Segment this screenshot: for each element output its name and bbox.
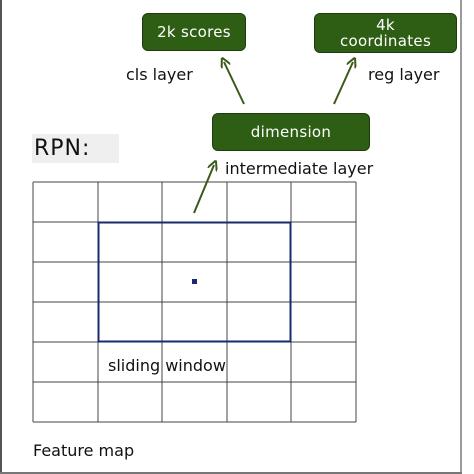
reg-layer-label: reg layer bbox=[368, 65, 440, 84]
cls-layer-label: cls layer bbox=[126, 65, 193, 84]
dimension-box-label: dimension bbox=[250, 123, 332, 141]
feature-map-label: Feature map bbox=[33, 441, 135, 460]
coordinates-box-label: 4k coordinates bbox=[339, 16, 432, 50]
frame-bottom-border bbox=[0, 472, 462, 474]
rpn-label: RPN: bbox=[34, 136, 91, 161]
frame-left-border bbox=[0, 0, 2, 474]
scores-box: 2k scores bbox=[142, 13, 246, 51]
arrow-intermediate-to-cls bbox=[224, 62, 245, 105]
intermediate-layer-label: intermediate layer bbox=[225, 159, 374, 178]
arrow-window-to-intermediate bbox=[193, 165, 214, 214]
sliding-window-rect bbox=[97, 221, 292, 343]
feature-map-grid bbox=[32, 181, 357, 423]
frame-right-border bbox=[460, 0, 462, 474]
rpn-label-background bbox=[32, 134, 119, 163]
sliding-window-label: sliding window bbox=[108, 356, 226, 375]
coordinates-box: 4k coordinates bbox=[314, 13, 457, 53]
arrow-intermediate-to-reg bbox=[333, 62, 353, 105]
sliding-window-center-dot bbox=[192, 279, 197, 284]
scores-box-label: 2k scores bbox=[157, 23, 231, 41]
dimension-box: dimension bbox=[212, 113, 370, 151]
